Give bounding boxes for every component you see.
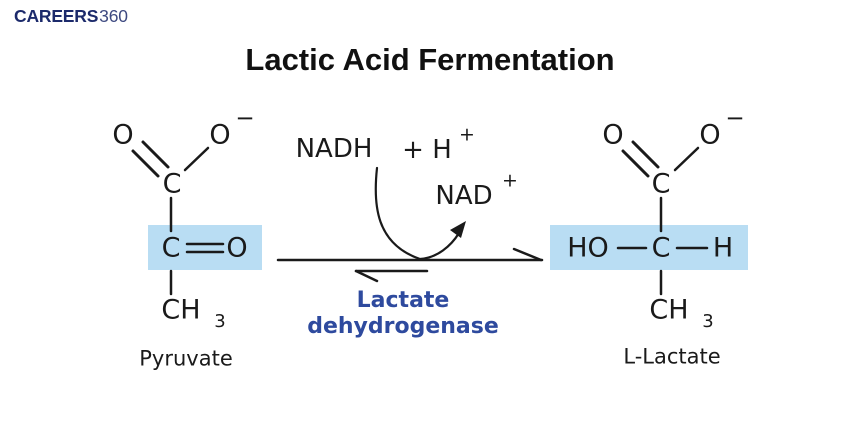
pyruvate-minus-charge: − bbox=[235, 105, 255, 132]
pyruvate-carboxyl-o-minus: O bbox=[209, 119, 231, 151]
lactate-c-o-double-bond-1 bbox=[621, 149, 650, 178]
lactate-hydroxyl-highlight bbox=[550, 225, 748, 270]
reaction-arrow-forward-barb bbox=[512, 247, 543, 262]
lactate-minus-charge: − bbox=[725, 105, 745, 132]
nad-plus-superscript: + bbox=[502, 169, 518, 192]
logo-text-360: 360 bbox=[99, 6, 128, 26]
h-ion-text: H bbox=[432, 135, 452, 165]
pyruvate-c-o-double-bond-1 bbox=[131, 149, 160, 178]
lactate-carboxyl-o-minus: O bbox=[699, 119, 721, 151]
lactate-carboxyl-o: O bbox=[602, 119, 624, 151]
nadh-text: NADH bbox=[295, 134, 373, 164]
lactate-methyl-ch: CH bbox=[649, 294, 689, 326]
lactate-c-o-single-bond bbox=[673, 146, 700, 172]
lactate-c-o-double-bond-2 bbox=[631, 140, 660, 169]
lactate-chiral-c: C bbox=[651, 232, 671, 264]
lactate-hydroxyl-ho: HO bbox=[567, 232, 609, 264]
logo-text-careers: CAREERS bbox=[14, 6, 99, 26]
pyruvate-keto-c: C bbox=[161, 232, 181, 264]
pyruvate-methyl-subscript: 3 bbox=[214, 311, 226, 332]
reaction-arrow-reverse-barb bbox=[354, 269, 379, 283]
lactate-h: H bbox=[712, 232, 734, 264]
cofactor-arrowhead bbox=[450, 221, 466, 238]
pyruvate-label: Pyruvate bbox=[139, 346, 233, 371]
pyruvate-c-o-double-bond-2 bbox=[141, 140, 170, 169]
pyruvate-carboxyl-o: O bbox=[112, 119, 134, 151]
pyruvate-keto-highlight bbox=[148, 225, 262, 270]
nad-text: NAD bbox=[435, 181, 493, 211]
lactate-methyl-subscript: 3 bbox=[702, 311, 714, 332]
pyruvate-c-o-single-bond bbox=[183, 146, 210, 172]
lactate-label: L-Lactate bbox=[623, 344, 721, 369]
pyruvate-keto-o: O bbox=[226, 232, 248, 264]
enzyme-label-line1: Lactate bbox=[356, 288, 450, 313]
enzyme-label-line2: dehydrogenase bbox=[307, 314, 499, 339]
pyruvate-alpha-c: C bbox=[162, 168, 182, 200]
lactate-alpha-c: C bbox=[651, 168, 671, 200]
careers360-logo: CAREERS360 bbox=[14, 6, 128, 26]
h-ion-plus-superscript: + bbox=[459, 123, 475, 146]
pyruvate-methyl-ch: CH bbox=[161, 294, 201, 326]
page-title: Lactic Acid Fermentation bbox=[245, 42, 615, 77]
plus-sign: + bbox=[402, 135, 424, 165]
